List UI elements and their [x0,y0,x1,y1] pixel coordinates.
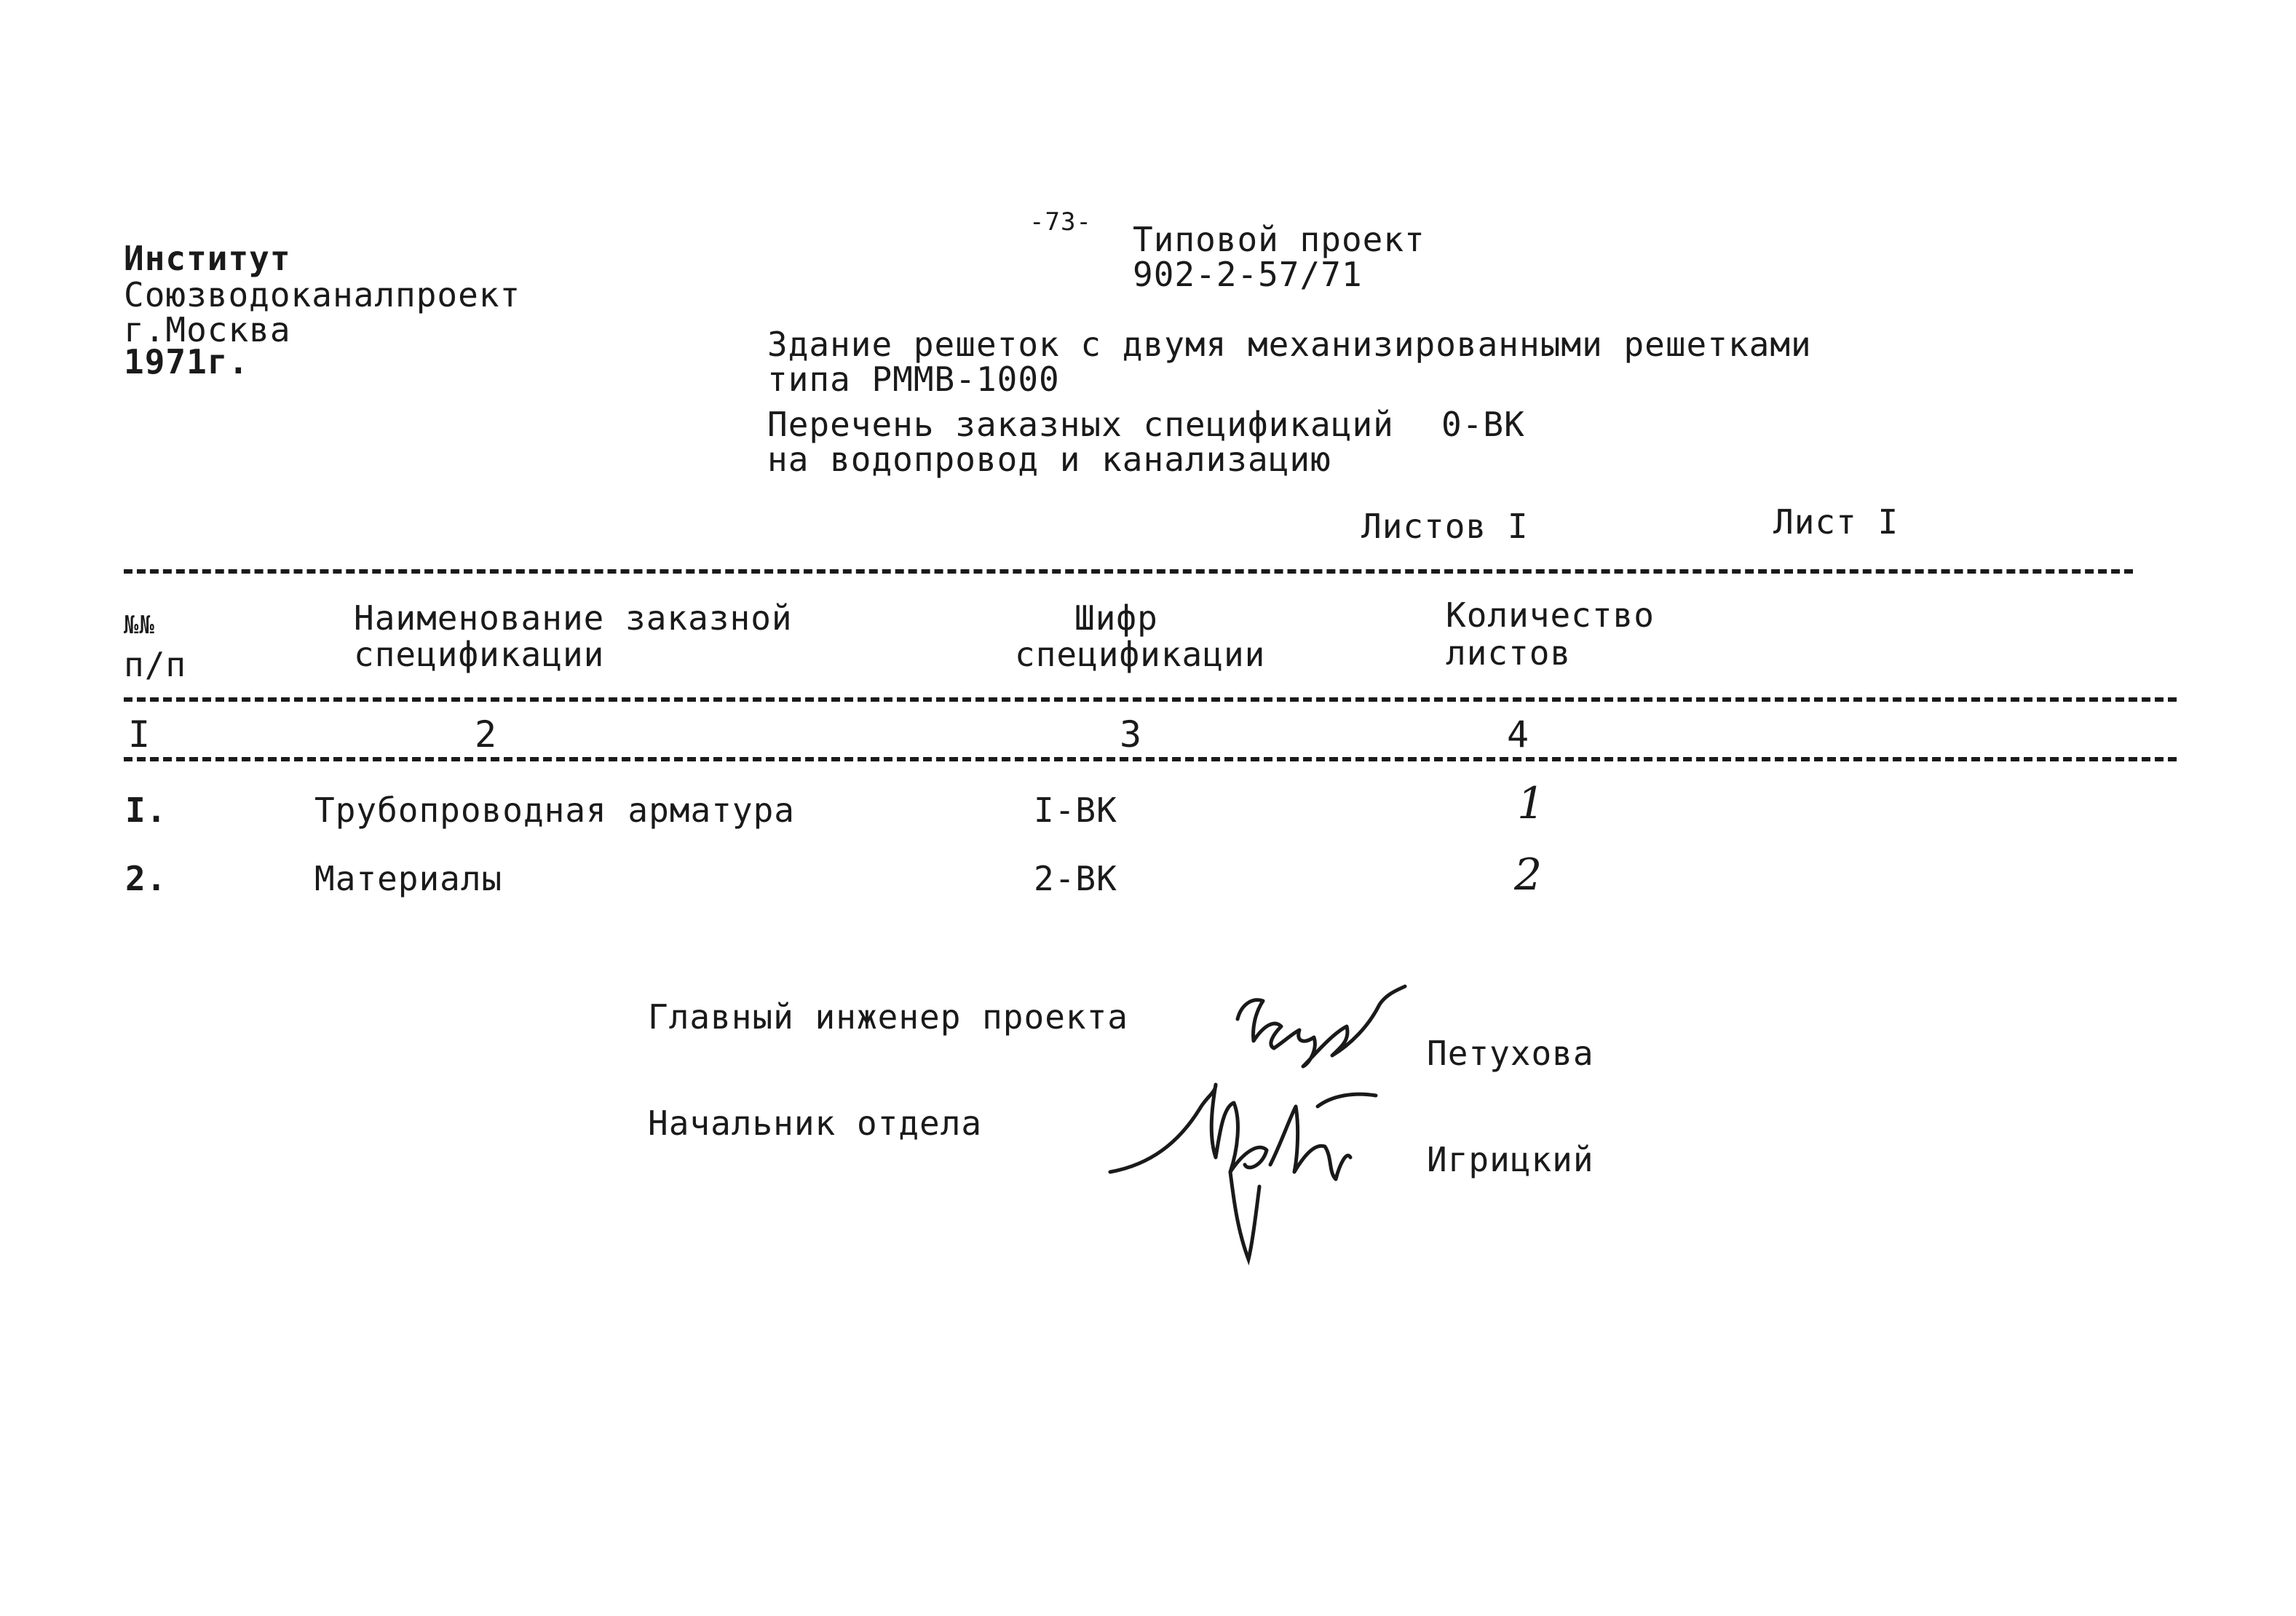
document-title-line2: типа РММВ-1000 [767,360,1060,399]
row-name: Трубопроводная арматура [314,791,795,830]
row-num: 2. [125,859,167,898]
header-code-line1: Шифр [1074,598,1158,638]
column-number-2: 2 [475,713,498,756]
header-num-line2: п/п [124,645,187,684]
document-title-line1: Здание решеток с двумя механизированными… [767,325,1812,364]
department-head-name: Игрицкий [1427,1140,1594,1179]
institute-city: г.Москва [124,310,291,349]
header-count-line1: Количество [1446,595,1655,635]
row-name: Материалы [314,859,503,898]
chief-engineer-name: Петухова [1427,1034,1594,1073]
row-count: 1 [1517,778,1545,829]
header-name-line1: Наименование заказной [354,598,793,638]
project-label: Типовой проект [1133,220,1425,259]
header-name-line2: спецификации [354,635,605,674]
column-number-3: 3 [1120,713,1143,756]
department-head-label: Начальник отдела [648,1104,983,1143]
table-top-rule [124,569,2133,574]
row-num: I. [125,791,167,830]
row-code: I-ВК [1034,791,1117,830]
row-code: 2-ВК [1034,859,1117,898]
department-head-signature [1108,1082,1378,1266]
institute-name: Институт [124,239,291,278]
sheets-total: Листов I [1361,507,1529,546]
column-number-1: I [128,713,151,756]
header-code-line2: спецификации [1015,635,1266,674]
page-number: -73- [1029,207,1092,237]
header-count-line2: листов [1446,633,1572,673]
institute-organization: Союзводоканалпроект [124,275,521,314]
chief-engineer-signature [1235,984,1407,1069]
table-header-rule [124,697,2177,702]
project-code: 902-2-57/71 [1133,255,1363,294]
row-count: 2 [1514,849,1543,900]
institute-year: 1971г. [124,342,250,381]
table-column-number-rule [124,757,2177,761]
chief-engineer-label: Главный инженер проекта [648,997,1128,1037]
header-num-line1: №№ [124,611,155,640]
sheet-current: Лист I [1773,502,1899,542]
column-number-4: 4 [1507,713,1530,756]
document-subtitle-line1: Перечень заказных спецификаций [767,405,1394,444]
document-subtitle-code: 0-ВК [1441,405,1525,444]
document-subtitle-line2: на водопровод и канализацию [767,440,1331,479]
